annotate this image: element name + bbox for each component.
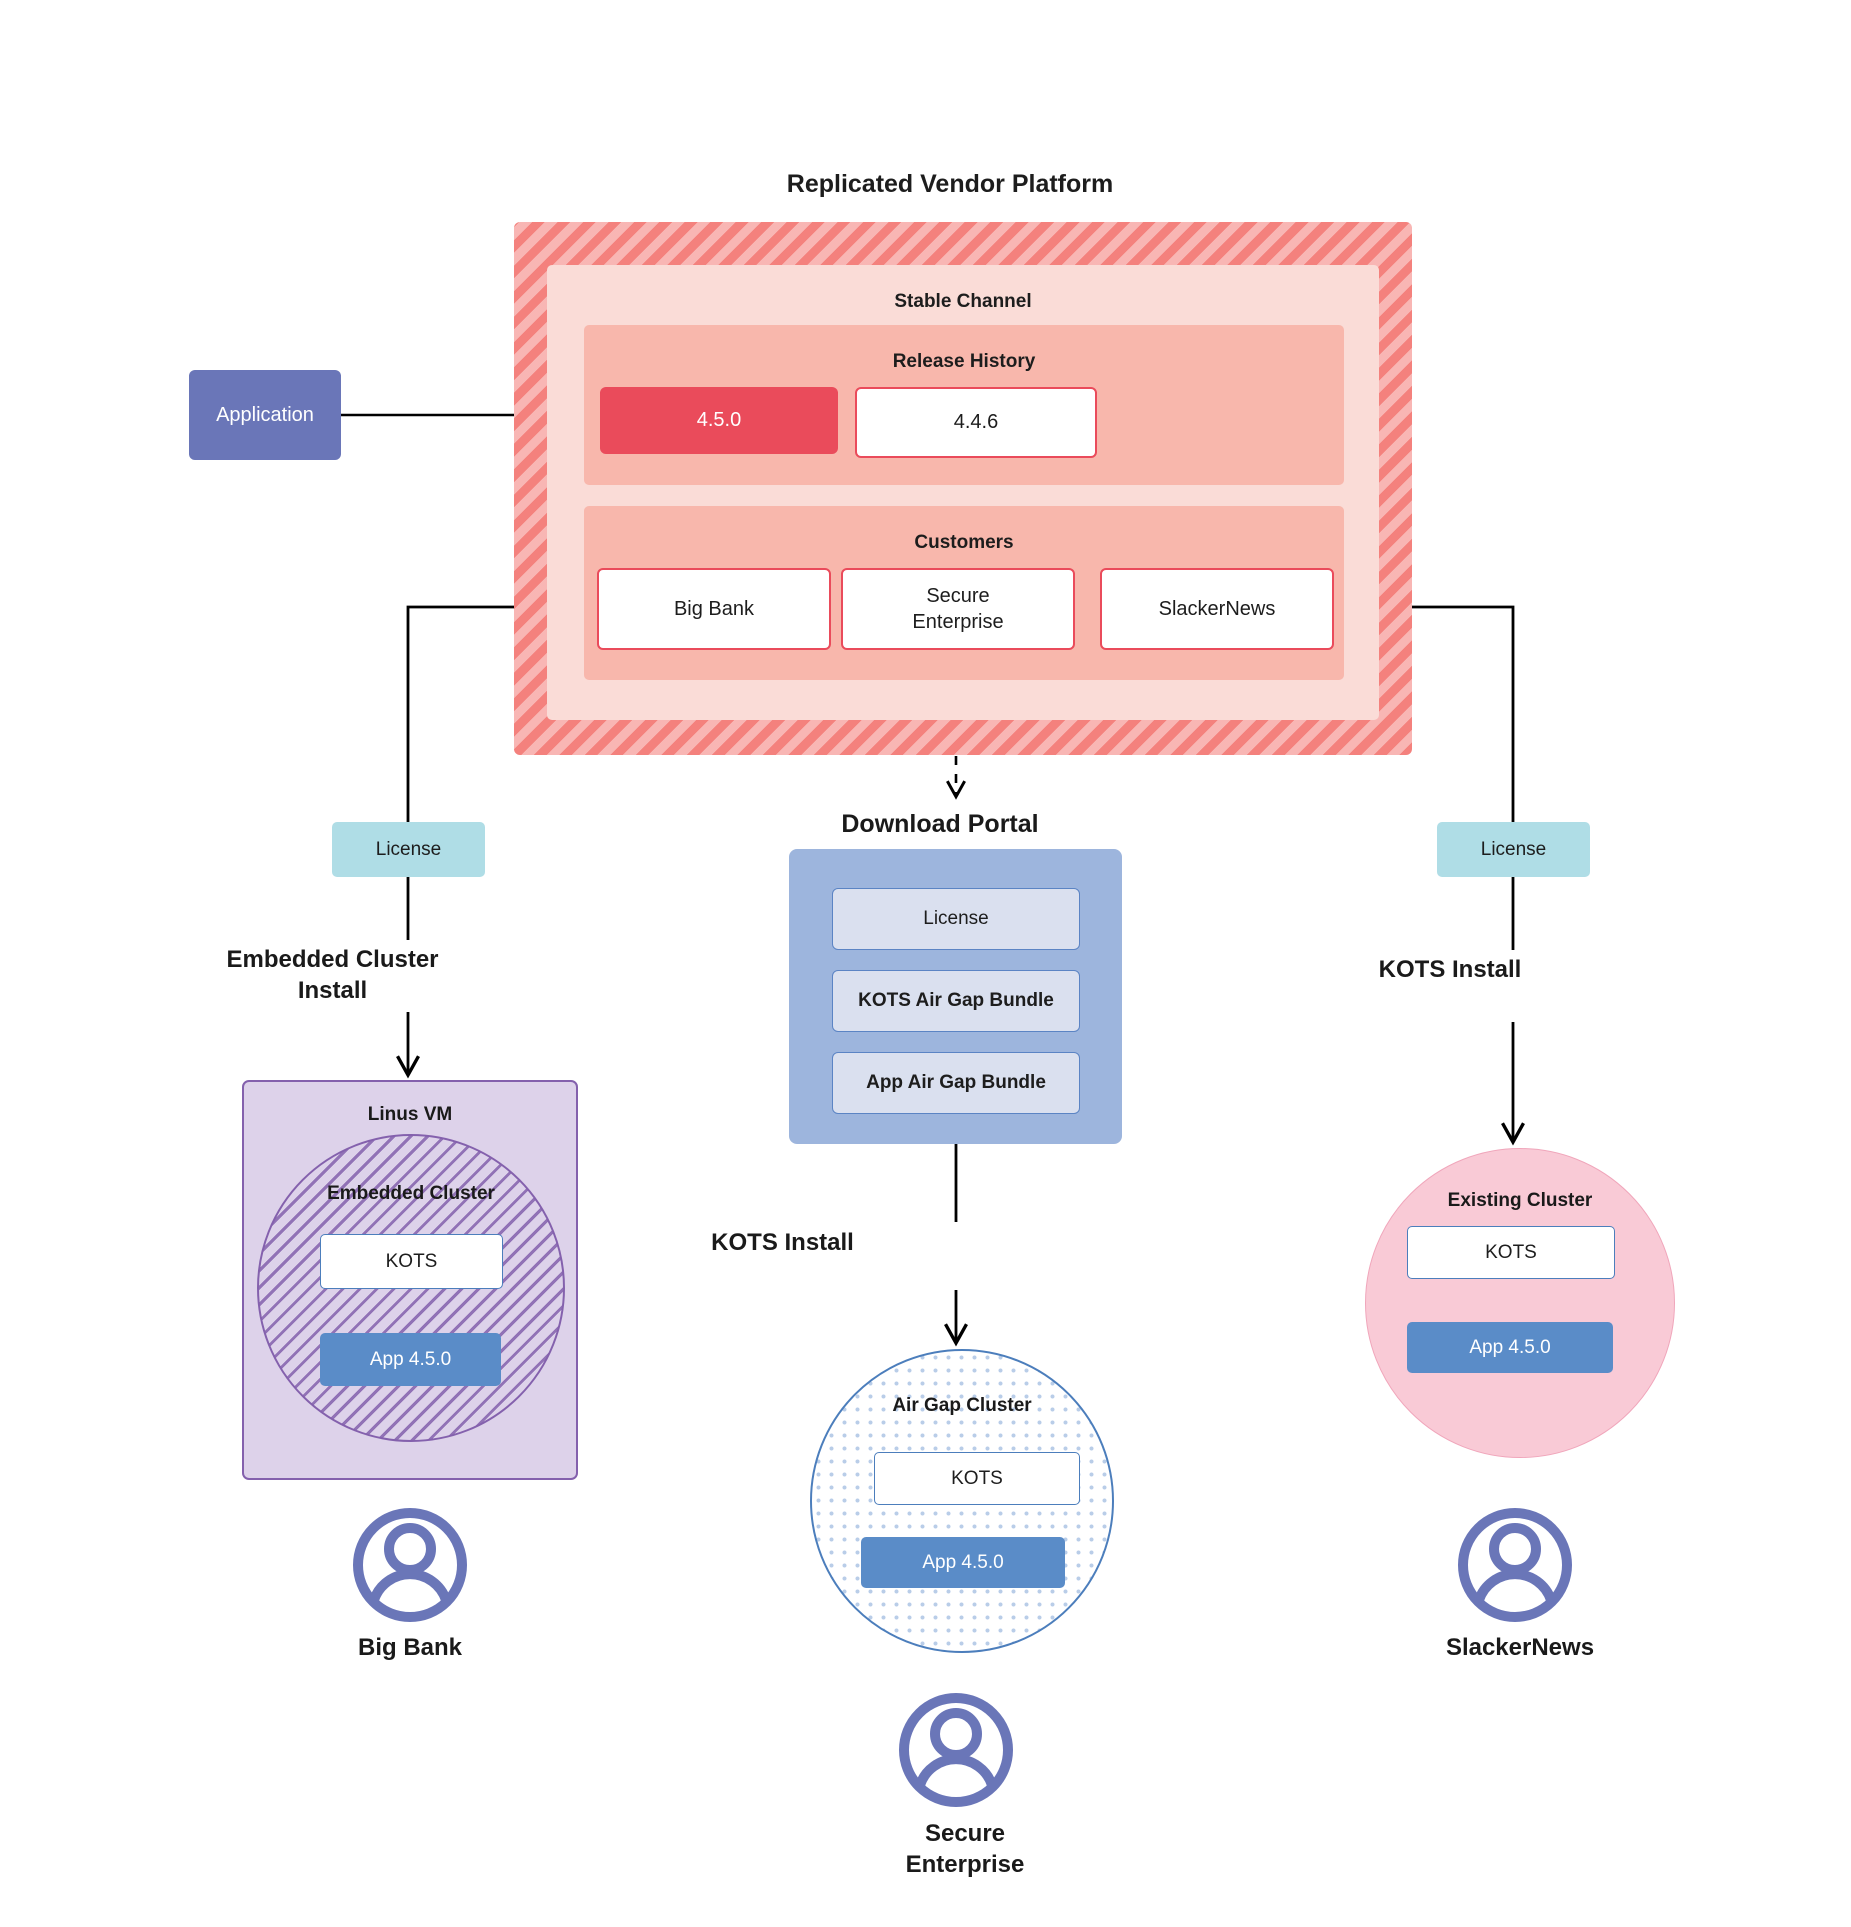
kots-node-embedded[interactable]: KOTS [320,1234,503,1289]
linus-vm-label: Linus VM [367,1104,453,1125]
stable-channel-label: Stable Channel [894,291,1032,312]
app-node-existing[interactable]: App 4.5.0 [1407,1322,1613,1373]
portal-item-app-air-gap-bundle[interactable]: App Air Gap Bundle [832,1052,1080,1114]
app-node-embedded[interactable]: App 4.5.0 [320,1333,501,1386]
persona-label-secure-enterprise: Secure Enterprise [905,1820,1025,1879]
kots-node-existing[interactable]: KOTS [1407,1226,1615,1279]
customers-label: Customers [914,532,1014,553]
release-version-current[interactable]: 4.5.0 [600,387,838,454]
user-avatar-icon [1458,1508,1572,1622]
user-avatar-icon [353,1508,467,1622]
customer-secure-enterprise[interactable]: Secure Enterprise [841,568,1075,650]
download-portal-title: Download Portal [841,810,1039,838]
customer-slackernews[interactable]: SlackerNews [1100,568,1334,650]
kots-node-airgap[interactable]: KOTS [874,1452,1080,1505]
kots-install-label-right: KOTS Install [1378,956,1522,983]
customer-big-bank[interactable]: Big Bank [597,568,831,650]
app-node-airgap[interactable]: App 4.5.0 [861,1537,1065,1588]
existing-cluster-circle [1365,1148,1675,1458]
portal-item-license[interactable]: License [832,888,1080,950]
kots-install-label-center: KOTS Install [711,1229,854,1256]
air-gap-cluster-circle [810,1349,1114,1653]
user-avatar-icon [899,1693,1013,1807]
release-version-previous[interactable]: 4.4.6 [855,387,1097,458]
portal-item-kots-air-gap-bundle[interactable]: KOTS Air Gap Bundle [832,970,1080,1032]
existing-cluster-label: Existing Cluster [1447,1190,1593,1211]
application-node[interactable]: Application [189,370,341,460]
page-title: Replicated Vendor Platform [786,170,1114,198]
license-node-right[interactable]: License [1437,822,1590,877]
persona-label-slackernews: SlackerNews [1445,1634,1595,1661]
persona-label-big-bank: Big Bank [357,1634,462,1661]
embedded-cluster-install-label: Embedded Cluster Install [226,946,439,1004]
release-history-label: Release History [892,351,1036,372]
license-node-left[interactable]: License [332,822,485,877]
embedded-cluster-label: Embedded Cluster [327,1183,495,1204]
air-gap-cluster-label: Air Gap Cluster [892,1395,1032,1416]
